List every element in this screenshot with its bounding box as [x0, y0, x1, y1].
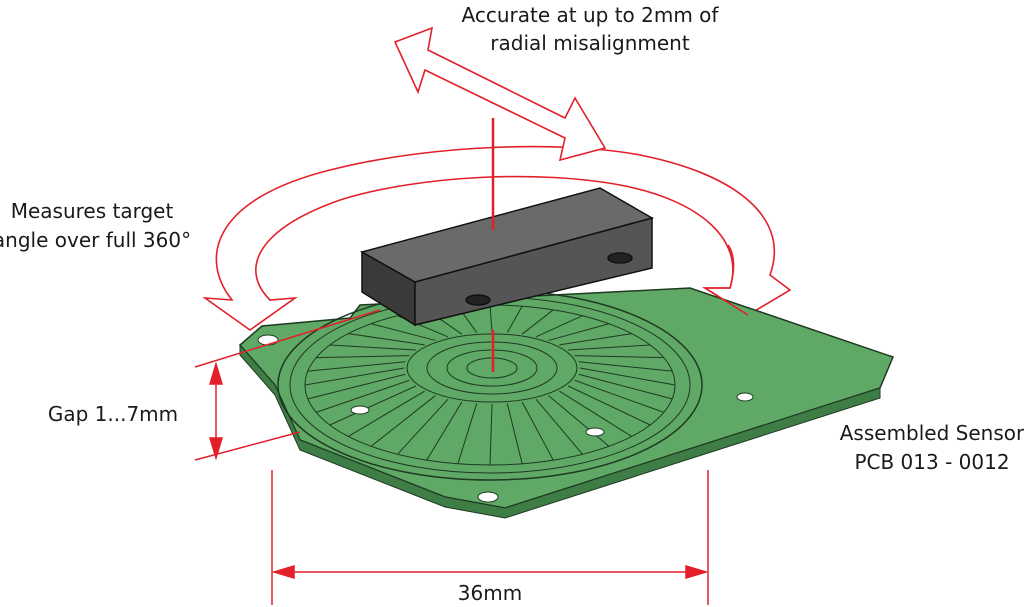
- coil-spoke: [559, 333, 632, 346]
- misalignment-label-line1: Accurate at up to 2mm of: [462, 3, 720, 27]
- coil-spoke: [370, 395, 436, 447]
- diameter-label: 36mm: [458, 581, 522, 605]
- pcb-label-line1: Assembled Sensor: [840, 421, 1024, 445]
- coil-spoke: [559, 390, 632, 437]
- coil-spoke: [567, 385, 651, 426]
- coil-spoke: [506, 305, 523, 333]
- gap-label: Gap 1...7mm: [48, 402, 178, 426]
- coil-spoke: [370, 323, 436, 341]
- rotation-arrow: [202, 145, 792, 331]
- coil-spoke: [426, 401, 463, 461]
- diameter-dimension: [271, 470, 709, 605]
- coil-spoke: [329, 344, 416, 351]
- coil-spoke: [574, 355, 664, 359]
- gap-dimension: [194, 309, 381, 461]
- coil-spoke: [521, 401, 554, 461]
- coil-spoke: [489, 403, 493, 466]
- coil-spoke: [568, 344, 651, 351]
- coil-spoke: [548, 395, 610, 447]
- coil-spoke: [457, 403, 478, 464]
- coil-spoke: [579, 367, 676, 386]
- coil-spoke: [304, 367, 405, 386]
- coil-spoke: [548, 323, 610, 341]
- target-block: [360, 187, 654, 327]
- misalignment-arrow: [393, 26, 607, 162]
- coil-spoke: [307, 361, 406, 372]
- angle-label-line2: angle over full 360°: [0, 228, 191, 252]
- angle-label-line1: Measures target: [11, 199, 174, 223]
- coil-spoke: [535, 315, 583, 338]
- coil-spoke: [578, 361, 673, 372]
- coil-spoke: [506, 403, 523, 464]
- coil-spoke: [535, 398, 583, 455]
- coil-spoke: [521, 309, 554, 335]
- coil-spoke: [397, 398, 449, 455]
- coil-spoke: [489, 304, 493, 333]
- coil-spoke: [329, 385, 416, 426]
- coil-spoke: [315, 379, 410, 413]
- coil-spoke: [578, 373, 673, 400]
- coil-spoke: [348, 390, 425, 437]
- coil-spoke: [316, 355, 410, 359]
- pcb-label-line2: PCB 013 - 0012: [854, 450, 1009, 474]
- coil-spoke: [574, 379, 665, 413]
- misalignment-label-line2: radial misalignment: [490, 31, 690, 55]
- coil-spoke: [348, 333, 425, 346]
- coil-spoke: [307, 373, 406, 400]
